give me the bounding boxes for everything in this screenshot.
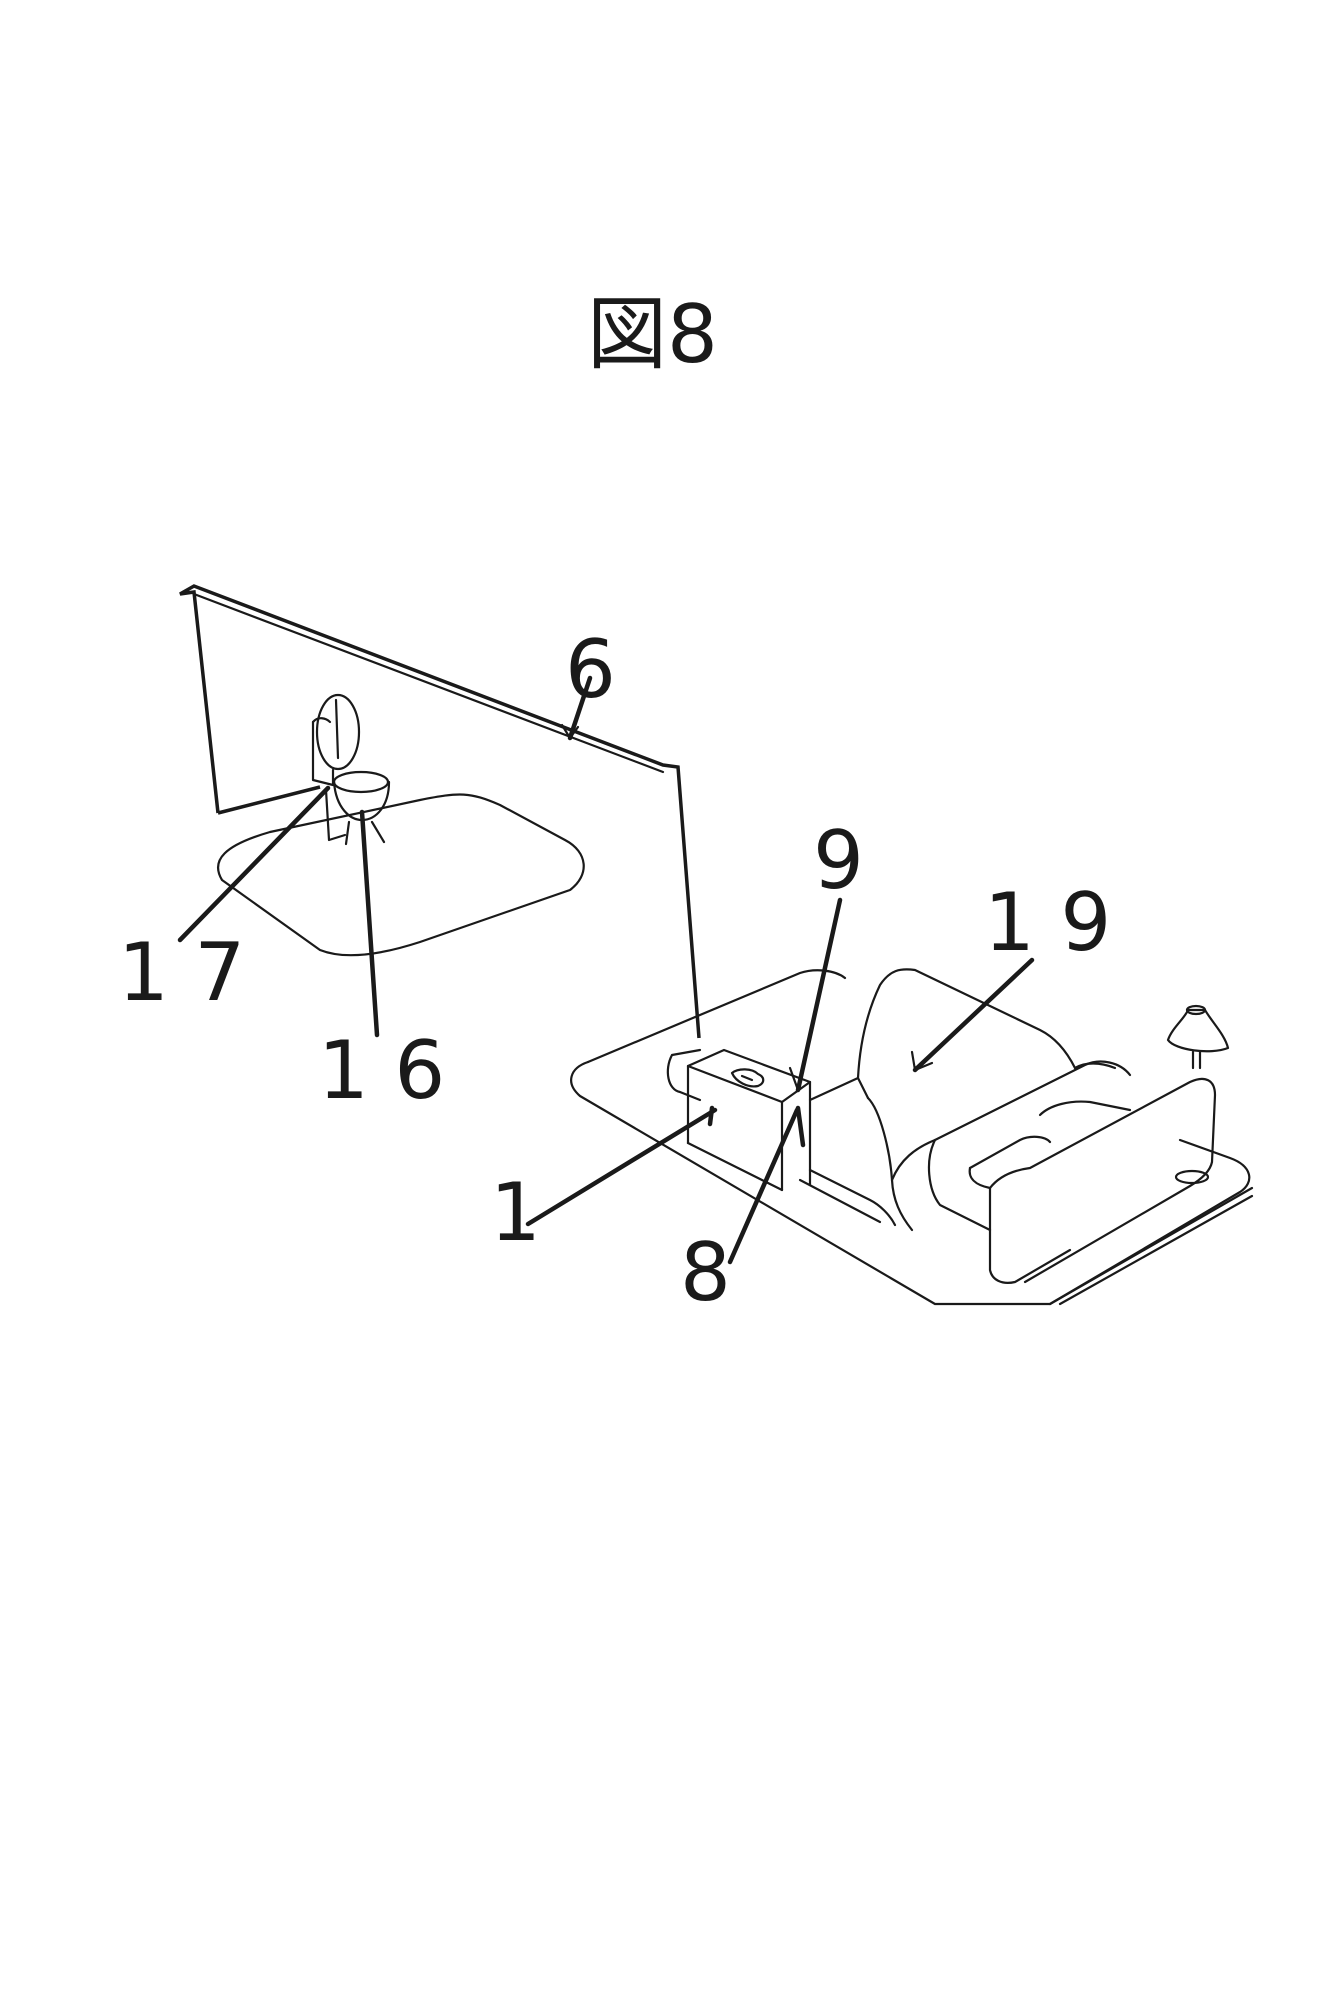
label-19: 1 9	[984, 876, 1111, 969]
figure-title: 図8	[587, 288, 718, 381]
end-wall	[666, 1048, 702, 1102]
portable-toilet	[311, 693, 391, 846]
label-16: 1 6	[318, 1024, 445, 1117]
ceiling-rail	[179, 584, 701, 1039]
label-6: 6	[565, 623, 616, 716]
label-9: 9	[813, 814, 864, 907]
leader-lines	[177, 675, 1035, 1265]
label-8: 8	[680, 1226, 731, 1319]
bed	[798, 968, 1217, 1284]
label-17: 1 7	[118, 926, 245, 1019]
bedside-lamp	[1166, 1004, 1230, 1185]
toilet-floor-mat	[216, 793, 585, 957]
label-1: 1	[490, 1166, 541, 1259]
bed-floor-mat	[570, 1060, 1251, 1306]
